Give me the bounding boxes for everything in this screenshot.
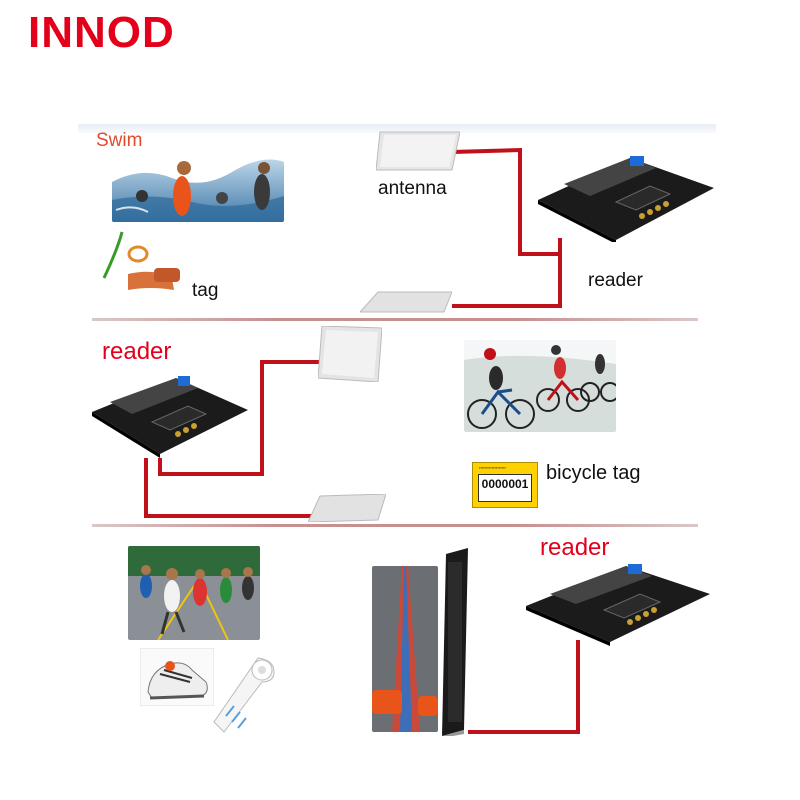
- antenna-panel-icon: [317, 325, 383, 383]
- tag-label: tag: [192, 280, 219, 301]
- reader-label-bicycle: reader: [102, 338, 172, 365]
- cable-antenna-upper: [158, 360, 322, 476]
- bicycle-tag-label: bicycle tag: [546, 462, 641, 484]
- antenna-label: antenna: [378, 178, 447, 199]
- section-divider-1: [92, 318, 698, 321]
- reader-board-icon: [538, 152, 714, 244]
- reader-board-icon: [526, 560, 710, 646]
- reader-label: reader: [588, 270, 643, 291]
- reader-label-running: reader: [540, 534, 610, 561]
- timing-mat-photo: [372, 566, 438, 732]
- cyclists-photo: [464, 340, 616, 432]
- cable-antenna-lower: [144, 458, 312, 518]
- cable-antenna-top: [451, 147, 562, 306]
- antenna-panel-icon: [375, 130, 461, 172]
- wristband-tag-icon: [98, 228, 184, 294]
- bicycle-tag-icon: ▪▪▪▪▪▪▪▪▪▪▪▪▪▪▪▪▪▪▪ 0000001: [472, 462, 538, 508]
- bicycle-tag-fineprint: ▪▪▪▪▪▪▪▪▪▪▪▪▪▪▪▪▪▪▪: [479, 465, 506, 470]
- bicycle-tag-number: 0000001: [478, 474, 532, 502]
- brand-logo: INNOD: [28, 8, 175, 57]
- antenna-panel-icon: [307, 493, 387, 523]
- top-bar: [78, 124, 716, 133]
- shoe-tag-icon: [139, 647, 215, 707]
- antenna-panel-icon: [358, 290, 453, 314]
- section-divider-2: [92, 524, 698, 527]
- swim-photo: [112, 152, 284, 222]
- mat-antenna-icon: [440, 548, 470, 738]
- reader-board-icon: [92, 372, 248, 458]
- runners-photo: [128, 546, 260, 640]
- cable-mat: [468, 640, 580, 734]
- label-roll-icon: [212, 652, 278, 736]
- swim-title: Swim: [96, 130, 143, 151]
